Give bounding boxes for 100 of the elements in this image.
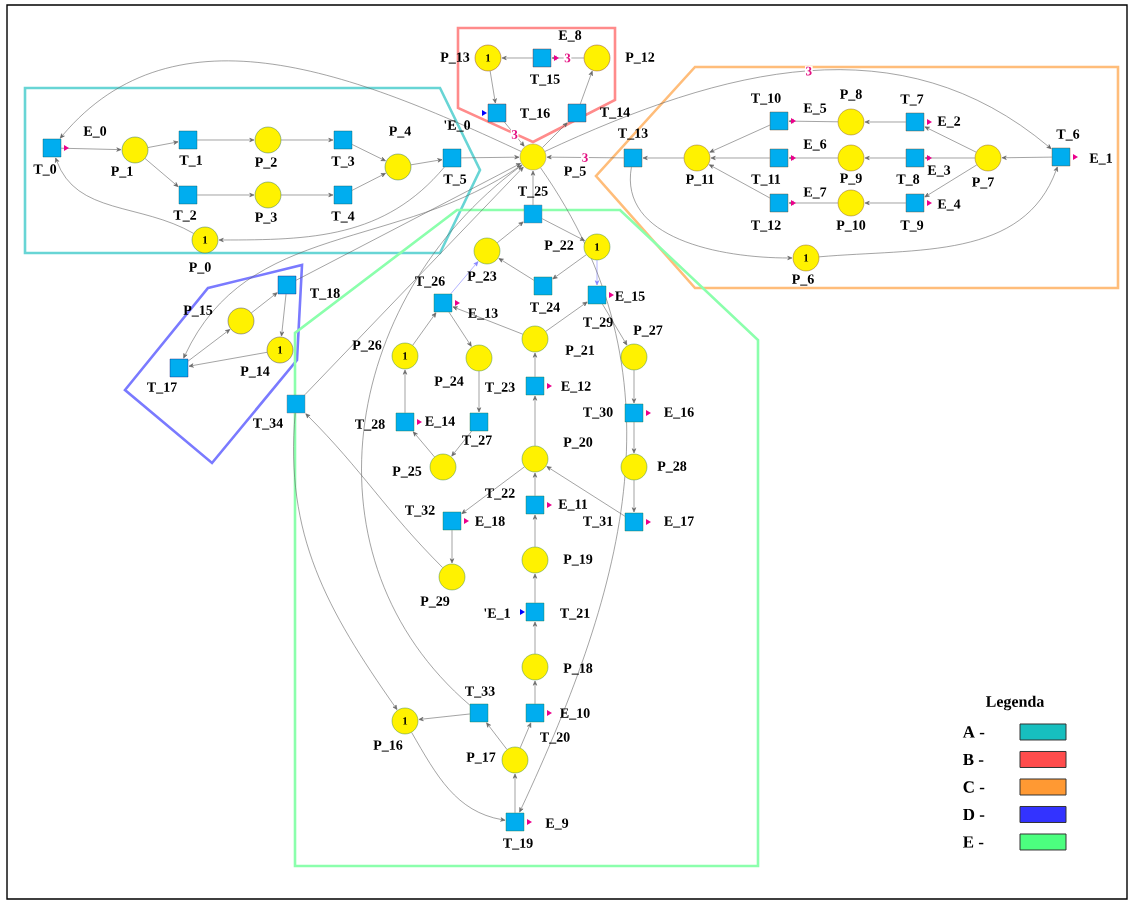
arc-arrow	[818, 166, 1058, 258]
place-label: P_6	[791, 274, 814, 286]
region-outline	[23, 86, 482, 255]
transition-label: T_0	[33, 164, 57, 176]
transition-label: T_25	[518, 186, 548, 198]
place-label: P_22	[544, 240, 574, 252]
weight-label: 3	[581, 152, 589, 163]
arc-arrow	[497, 221, 524, 243]
arc-arrow	[218, 166, 445, 243]
transition-label: T_34	[253, 418, 283, 430]
arc-arrow	[183, 164, 523, 359]
place-label: P_2	[254, 157, 277, 169]
legend-label: B -	[963, 753, 984, 766]
transition-label: T_17	[147, 382, 177, 394]
place-label: P_1	[110, 166, 133, 178]
arc-arrow	[631, 369, 637, 404]
region-outline	[123, 263, 304, 465]
place-label: P_24	[434, 376, 464, 388]
transition-label: T_23	[485, 382, 515, 394]
event-label: E_18	[475, 516, 505, 528]
transition-label: T_26	[415, 276, 445, 288]
place-label: P_13	[440, 52, 470, 64]
arc-arrow	[280, 192, 334, 198]
event-label: E_0	[83, 126, 107, 138]
arc-arrow	[552, 254, 587, 280]
place-label: P_0	[188, 262, 211, 274]
transition-label: T_32	[405, 505, 435, 517]
event-label: E_9	[545, 818, 569, 830]
legend-label: E -	[963, 836, 984, 848]
transition-label: T_7	[900, 94, 924, 106]
event-label: E_15	[615, 291, 645, 303]
place-label: P_26	[352, 340, 382, 352]
event-label: E_4	[937, 199, 961, 211]
transition-label: T_16	[520, 108, 550, 120]
place-label: P_15	[183, 305, 213, 317]
arc-arrow	[489, 70, 497, 104]
place-label: P_11	[685, 174, 714, 186]
transition-label: T_6	[1056, 129, 1080, 141]
place-label: P_3	[254, 212, 277, 224]
arc-arrow	[710, 155, 771, 161]
arc-arrow	[924, 155, 976, 161]
arc-arrow	[501, 55, 534, 61]
legend-label: C -	[963, 781, 985, 793]
arc-arrow	[1001, 155, 1053, 160]
transition-label: T_14	[600, 107, 630, 119]
arc-arrow	[280, 137, 334, 143]
arc-arrow	[504, 121, 525, 147]
arc-arrow	[580, 70, 593, 105]
region-outline	[594, 65, 1120, 290]
event-label: E_8	[558, 30, 582, 42]
place-label: P_5	[563, 166, 586, 178]
arc-arrow	[144, 158, 179, 187]
arc-arrow	[55, 157, 194, 234]
legend-label: D -	[963, 808, 985, 821]
arc-arrow	[411, 732, 506, 822]
arc-arrow	[519, 167, 627, 813]
event-label: E_12	[561, 381, 591, 393]
place-label: P_27	[633, 325, 663, 337]
arc-arrow	[251, 292, 278, 314]
arc-arrow	[351, 173, 386, 191]
arc-arrow	[631, 479, 637, 513]
event-label: E_10	[560, 708, 590, 720]
transition-label: T_24	[530, 302, 560, 314]
arc-arrow	[196, 192, 255, 198]
arc-arrow	[304, 166, 524, 396]
transition-label: T_28	[355, 419, 385, 431]
event-label: E_13	[468, 308, 498, 320]
arc-arrow	[602, 303, 628, 346]
transition-label: T_10	[751, 93, 781, 105]
arc-arrow	[864, 155, 907, 161]
arc-arrow	[864, 119, 907, 125]
transition-label: T_27	[462, 435, 492, 447]
transition-label: T_20	[540, 732, 570, 744]
arc-arrow	[642, 155, 685, 161]
transition-label: T_29	[583, 317, 613, 329]
arc-arrow	[60, 147, 122, 152]
arc-arrow	[486, 722, 508, 750]
transition-label: T_18	[310, 288, 340, 300]
transition-label: T_15	[530, 74, 560, 86]
transition-label: T_11	[751, 174, 781, 186]
place-label: P_18	[563, 663, 593, 675]
transition-label: T_22	[485, 488, 515, 500]
arc-arrow	[546, 466, 626, 517]
arc-arrow	[532, 514, 538, 548]
arc-arrow	[542, 122, 568, 148]
arc-arrow	[196, 137, 255, 143]
transition-label: T_1	[179, 155, 202, 167]
arc-arrow	[498, 258, 535, 281]
arc-arrow	[788, 119, 839, 124]
transition-label: T_33	[465, 686, 495, 698]
event-label: E_6	[803, 139, 827, 151]
arc-arrow	[402, 369, 408, 414]
arc-arrow	[788, 155, 839, 161]
arc-arrow	[532, 352, 538, 378]
arc-arrow	[412, 312, 437, 346]
transition-label: T_13	[618, 128, 648, 140]
transition-label: T_8	[896, 174, 920, 186]
arc-arrow	[451, 430, 472, 457]
arc-arrow	[545, 301, 588, 332]
place-label: P_8	[839, 89, 862, 101]
